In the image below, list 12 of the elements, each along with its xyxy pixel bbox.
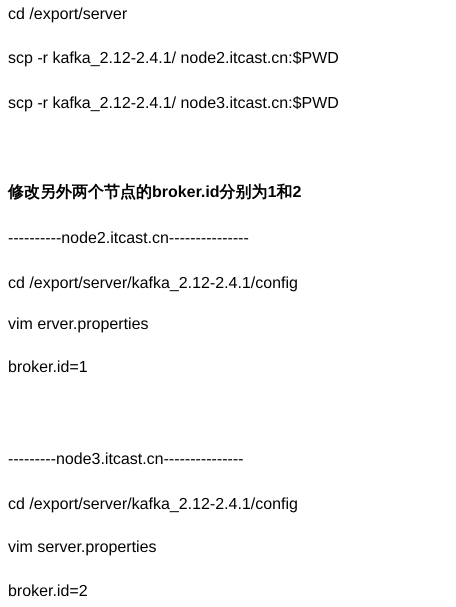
note-text: 修改另外两个节点的broker.id分别为1和2 (8, 183, 302, 203)
command-line: broker.id=1 (8, 358, 88, 378)
command-line: scp -r kafka_2.12-2.4.1/ node2.itcast.cn:$PWD (8, 49, 339, 69)
command-line: scp -r kafka_2.12-2.4.1/ node3.itcast.cn:$PWD (8, 94, 339, 114)
command-line: vim erver.properties (8, 315, 148, 335)
command-line: cd /export/server/kafka_2.12-2.4.1/config (8, 495, 298, 515)
command-line: ---------node3.itcast.cn--------------- (8, 450, 244, 470)
command-line: broker.id=2 (8, 582, 88, 602)
command-line: ----------node2.itcast.cn--------------- (8, 229, 249, 249)
command-line: cd /export/server/kafka_2.12-2.4.1/config (8, 274, 298, 294)
command-line: vim server.properties (8, 538, 156, 558)
command-line: cd /export/server (8, 5, 128, 25)
